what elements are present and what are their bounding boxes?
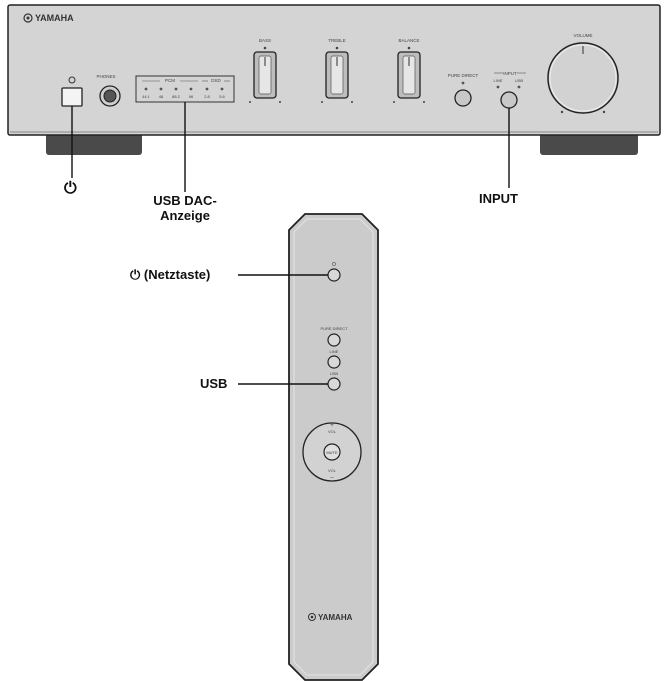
pure-direct-button[interactable] bbox=[454, 89, 472, 107]
svg-text:TREBLE: TREBLE bbox=[328, 38, 346, 43]
callout-usb-dac: USB DAC- Anzeige bbox=[140, 193, 230, 223]
balance-knob[interactable]: BALANCE bbox=[393, 38, 425, 103]
callout-usb-dac-line1: USB DAC- bbox=[153, 193, 217, 208]
pure-direct-label: PURE DIRECT bbox=[448, 73, 479, 78]
remote-label-pure-direct: PURE DIRECT bbox=[320, 326, 348, 331]
remote-power-button[interactable] bbox=[327, 268, 341, 282]
volume-knob[interactable] bbox=[547, 42, 619, 114]
bass-knob[interactable]: BASS bbox=[249, 38, 281, 103]
svg-text:PCM: PCM bbox=[165, 78, 175, 83]
callout-remote-power: ⏻ (Netztaste) bbox=[130, 267, 211, 282]
remote-line-button[interactable] bbox=[327, 355, 341, 369]
pure-direct-led bbox=[461, 81, 465, 85]
remote-control: PURE DIRECT LINE USB + VOL MUTE VOL – YA… bbox=[288, 213, 379, 681]
mute-label: MUTE bbox=[326, 450, 338, 455]
rate-label: 44.1 bbox=[142, 94, 151, 99]
input-button[interactable] bbox=[500, 91, 518, 109]
rate-label: 5.6 bbox=[219, 94, 225, 99]
vol-up-label[interactable]: VOL bbox=[328, 429, 337, 434]
standby-indicator bbox=[68, 76, 76, 84]
phones-label: PHONES bbox=[96, 74, 115, 79]
volume-label: VOLUME bbox=[573, 33, 592, 38]
svg-text:BALANCE: BALANCE bbox=[398, 38, 419, 43]
remote-usb-button[interactable] bbox=[327, 377, 341, 391]
svg-text:YAMAHA: YAMAHA bbox=[35, 13, 74, 23]
treble-knob[interactable]: TREBLE bbox=[321, 38, 353, 103]
vol-down-label[interactable]: VOL bbox=[328, 468, 337, 473]
callout-input: INPUT bbox=[479, 191, 518, 206]
svg-text:USB: USB bbox=[515, 78, 524, 83]
amplifier: YAMAHA PHONES PCM DSD 44.1 bbox=[7, 4, 661, 155]
remote-mute-button[interactable] bbox=[323, 443, 341, 461]
callout-usb-dac-line2: Anzeige bbox=[160, 208, 210, 223]
remote-callout-lines bbox=[238, 274, 328, 385]
input-group: INPUT LINE USB bbox=[494, 71, 526, 89]
vol-down-minus: – bbox=[330, 475, 334, 481]
callout-remote-usb: USB bbox=[200, 376, 228, 391]
right-foot bbox=[540, 133, 638, 155]
amp-power-button[interactable] bbox=[61, 87, 83, 107]
rate-label: 96 bbox=[189, 94, 194, 99]
svg-text:INPUT: INPUT bbox=[503, 71, 517, 76]
rate-label: 2.8 bbox=[204, 94, 210, 99]
remote-power-icon bbox=[332, 262, 336, 266]
amp-callout-lines bbox=[71, 102, 510, 192]
remote-label-usb: USB bbox=[330, 371, 339, 376]
rate-label: 48 bbox=[159, 94, 164, 99]
vol-up-plus: + bbox=[330, 423, 334, 429]
svg-text:LINE: LINE bbox=[494, 78, 503, 83]
callout-power: ⏻ bbox=[64, 180, 77, 197]
usb-dac-leds bbox=[144, 87, 224, 91]
remote-label-line: LINE bbox=[330, 349, 339, 354]
svg-text:YAMAHA: YAMAHA bbox=[318, 613, 353, 622]
svg-text:BASS: BASS bbox=[259, 38, 271, 43]
left-foot bbox=[46, 133, 142, 155]
rate-label: 88.2 bbox=[172, 94, 181, 99]
svg-text:DSD: DSD bbox=[211, 78, 221, 83]
amp-brand-logo: YAMAHA bbox=[23, 13, 74, 23]
remote-pure-direct-button[interactable] bbox=[327, 333, 341, 347]
remote-brand-logo: YAMAHA bbox=[308, 613, 353, 622]
